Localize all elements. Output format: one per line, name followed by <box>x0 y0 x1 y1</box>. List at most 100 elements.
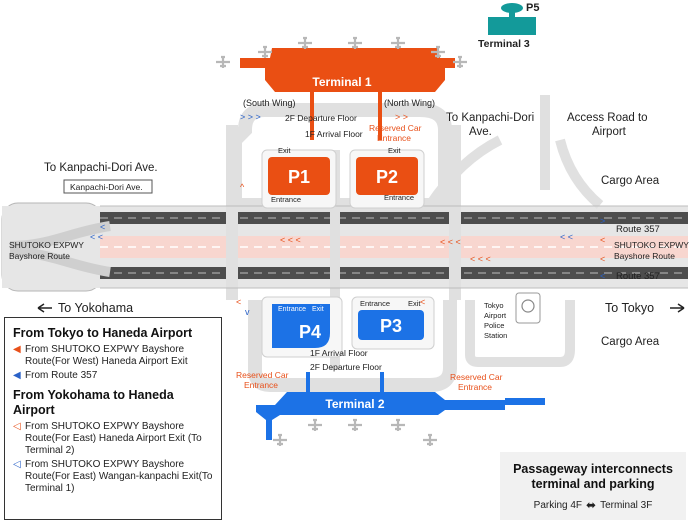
terminal-3-label: Terminal 3 <box>478 38 530 50</box>
kanpachi-road-sign <box>63 179 153 194</box>
arr-floor-label-t2: 1F Arrival Floor <box>310 348 368 358</box>
p4-entrance-label: Entrance <box>278 306 306 313</box>
svg-text:< < <: < < < <box>440 237 461 247</box>
plane-icon <box>271 432 289 448</box>
dep-floor-label-t1: 2F Departure Floor <box>285 113 357 123</box>
p4-label: P4 <box>299 322 321 342</box>
note-right-label: Terminal 3F <box>600 499 653 511</box>
access-road-2: Airport <box>592 126 627 138</box>
plane-icon <box>346 35 364 51</box>
legend-heading-yokohama: From Yokohama to Haneda Airport <box>13 388 174 417</box>
plane-icon <box>214 54 232 70</box>
to-kanpachi-left-label: To Kanpachi-Dori Ave. <box>44 162 158 174</box>
shutoko-left-1: SHUTOKO EXPWY <box>9 240 84 250</box>
route-arrows: > > > > > ^ < < < < < < < < < < < < < > … <box>90 112 605 317</box>
cargo-area-top: Cargo Area <box>601 175 660 187</box>
p2-exit-label: Exit <box>388 146 401 155</box>
to-kanpachi-mid-2: Ave. <box>469 126 492 138</box>
legend-item: ◁ From SHUTOKO EXPWY Bayshore Route(For … <box>13 459 213 495</box>
svg-text:< <: < < <box>560 232 573 242</box>
shutoko-left-2: Bayshore Route <box>9 251 70 261</box>
north-wing-label: (North Wing) <box>384 98 435 108</box>
terminal-2-building: Terminal 2 <box>256 372 545 440</box>
svg-text:<: < <box>100 222 105 232</box>
p5-label: P5 <box>526 2 539 14</box>
reserved-label-t2a-1: Reserved Car <box>236 370 289 380</box>
police-label-3: Police <box>484 321 504 330</box>
p3-entrance-label: Entrance <box>360 299 390 308</box>
police-label-1: Tokyo <box>484 301 504 310</box>
reserved-label-t2b-2: Entrance <box>458 382 492 392</box>
svg-text:<: < <box>420 297 425 307</box>
reserved-label-t1-1: Reserved Car <box>369 123 422 133</box>
plane-icon <box>306 417 324 433</box>
terminal-2-label: Terminal 2 <box>325 397 384 411</box>
svg-text:< <: < < <box>90 232 103 242</box>
police-label-2: Airport <box>484 311 507 320</box>
legend-item-label: From Route 357 <box>25 370 98 381</box>
reserved-label-t2b-1: Reserved Car <box>450 372 503 382</box>
dep-floor-label-t2: 2F Departure Floor <box>310 362 382 372</box>
legend-item-label: From SHUTOKO EXPWY Bayshore Route(For Ea… <box>25 459 213 494</box>
blue-arrow-icon: ◀ <box>13 370 21 381</box>
legend-item-label: From SHUTOKO EXPWY Bayshore Route(For We… <box>25 344 188 367</box>
p1-entrance-label: Entrance <box>271 195 301 204</box>
route-legend: From Tokyo to Haneda Airport ◀ From SHUT… <box>4 317 222 520</box>
p2-label: P2 <box>376 167 398 187</box>
plane-icon <box>451 54 469 70</box>
legend-item: ◀ From SHUTOKO EXPWY Bayshore Route(For … <box>13 344 213 368</box>
plane-icon <box>296 35 314 51</box>
south-wing-label: (South Wing) <box>243 98 296 108</box>
double-arrow-icon: ⬌ <box>586 498 597 512</box>
p1-label: P1 <box>288 167 310 187</box>
road-network <box>1 95 688 392</box>
to-yokohama-label: To Yokohama <box>58 301 133 315</box>
plane-icon <box>389 35 407 51</box>
svg-text:<: < <box>600 271 605 281</box>
arrow-left-icon <box>37 303 52 313</box>
note-subtitle: Parking 4F ⬌ Terminal 3F <box>500 498 686 512</box>
blue-outline-arrow-icon: ◁ <box>13 459 21 470</box>
legend-item: ◀ From Route 357 <box>13 370 213 382</box>
shutoko-right-1: SHUTOKO EXPWY <box>614 240 689 250</box>
svg-text:v: v <box>245 307 250 317</box>
parking-p3-p4: P4 P3 Entrance Exit Entrance Exit <box>261 296 435 358</box>
legend-item-label: From SHUTOKO EXPWY Bayshore Route(For Ea… <box>25 421 202 456</box>
arr-floor-label-t1: 1F Arrival Floor <box>305 129 363 139</box>
plane-icon <box>421 432 439 448</box>
route357-bottom: Route 357 <box>616 271 660 282</box>
to-kanpachi-mid-1: To Kanpachi-Dori <box>446 112 534 124</box>
svg-text:>: > <box>600 216 605 226</box>
parking-p1-p2: P1 P2 Exit Exit Entrance Entrance <box>261 146 425 209</box>
svg-text:< < <: < < < <box>280 235 301 245</box>
note-left-label: Parking 4F <box>533 499 583 511</box>
passageway-note: Passageway interconnects terminal and pa… <box>500 452 686 520</box>
map-labels: (South Wing) (North Wing) 2F Departure F… <box>9 98 689 392</box>
route357-top: Route 357 <box>616 224 660 235</box>
cargo-area-bottom: Cargo Area <box>601 336 660 348</box>
orange-outline-arrow-icon: ◁ <box>13 421 21 432</box>
legend-heading-tokyo: From Tokyo to Haneda Airport <box>13 326 193 340</box>
svg-text:<: < <box>600 235 605 245</box>
plane-icon <box>389 417 407 433</box>
p3-exit-label: Exit <box>408 299 421 308</box>
arrow-right-icon <box>670 303 685 313</box>
p1-exit-label: Exit <box>278 146 291 155</box>
access-road-1: Access Road to <box>567 112 648 124</box>
plane-icon <box>346 417 364 433</box>
svg-text:> >: > > <box>395 112 408 122</box>
terminal-3-building: P5 Terminal 3 <box>478 2 539 50</box>
legend-item: ◁ From SHUTOKO EXPWY Bayshore Route(For … <box>13 421 213 457</box>
to-tokyo-label: To Tokyo <box>605 301 654 315</box>
orange-arrow-icon: ◀ <box>13 344 21 355</box>
police-station: Tokyo Airport Police Station <box>484 292 541 340</box>
svg-text:<: < <box>236 297 241 307</box>
reserved-label-t2a-2: Entrance <box>244 380 278 390</box>
terminal-1-label: Terminal 1 <box>312 75 371 89</box>
kanpachi-box-label: Kanpachi-Dori Ave. <box>70 182 143 192</box>
p4-exit-label: Exit <box>312 306 324 313</box>
terminal-1-building: Terminal 1 <box>240 48 455 140</box>
shutoko-right-2: Bayshore Route <box>614 251 675 261</box>
reserved-label-t1-2: Entrance <box>377 133 411 143</box>
